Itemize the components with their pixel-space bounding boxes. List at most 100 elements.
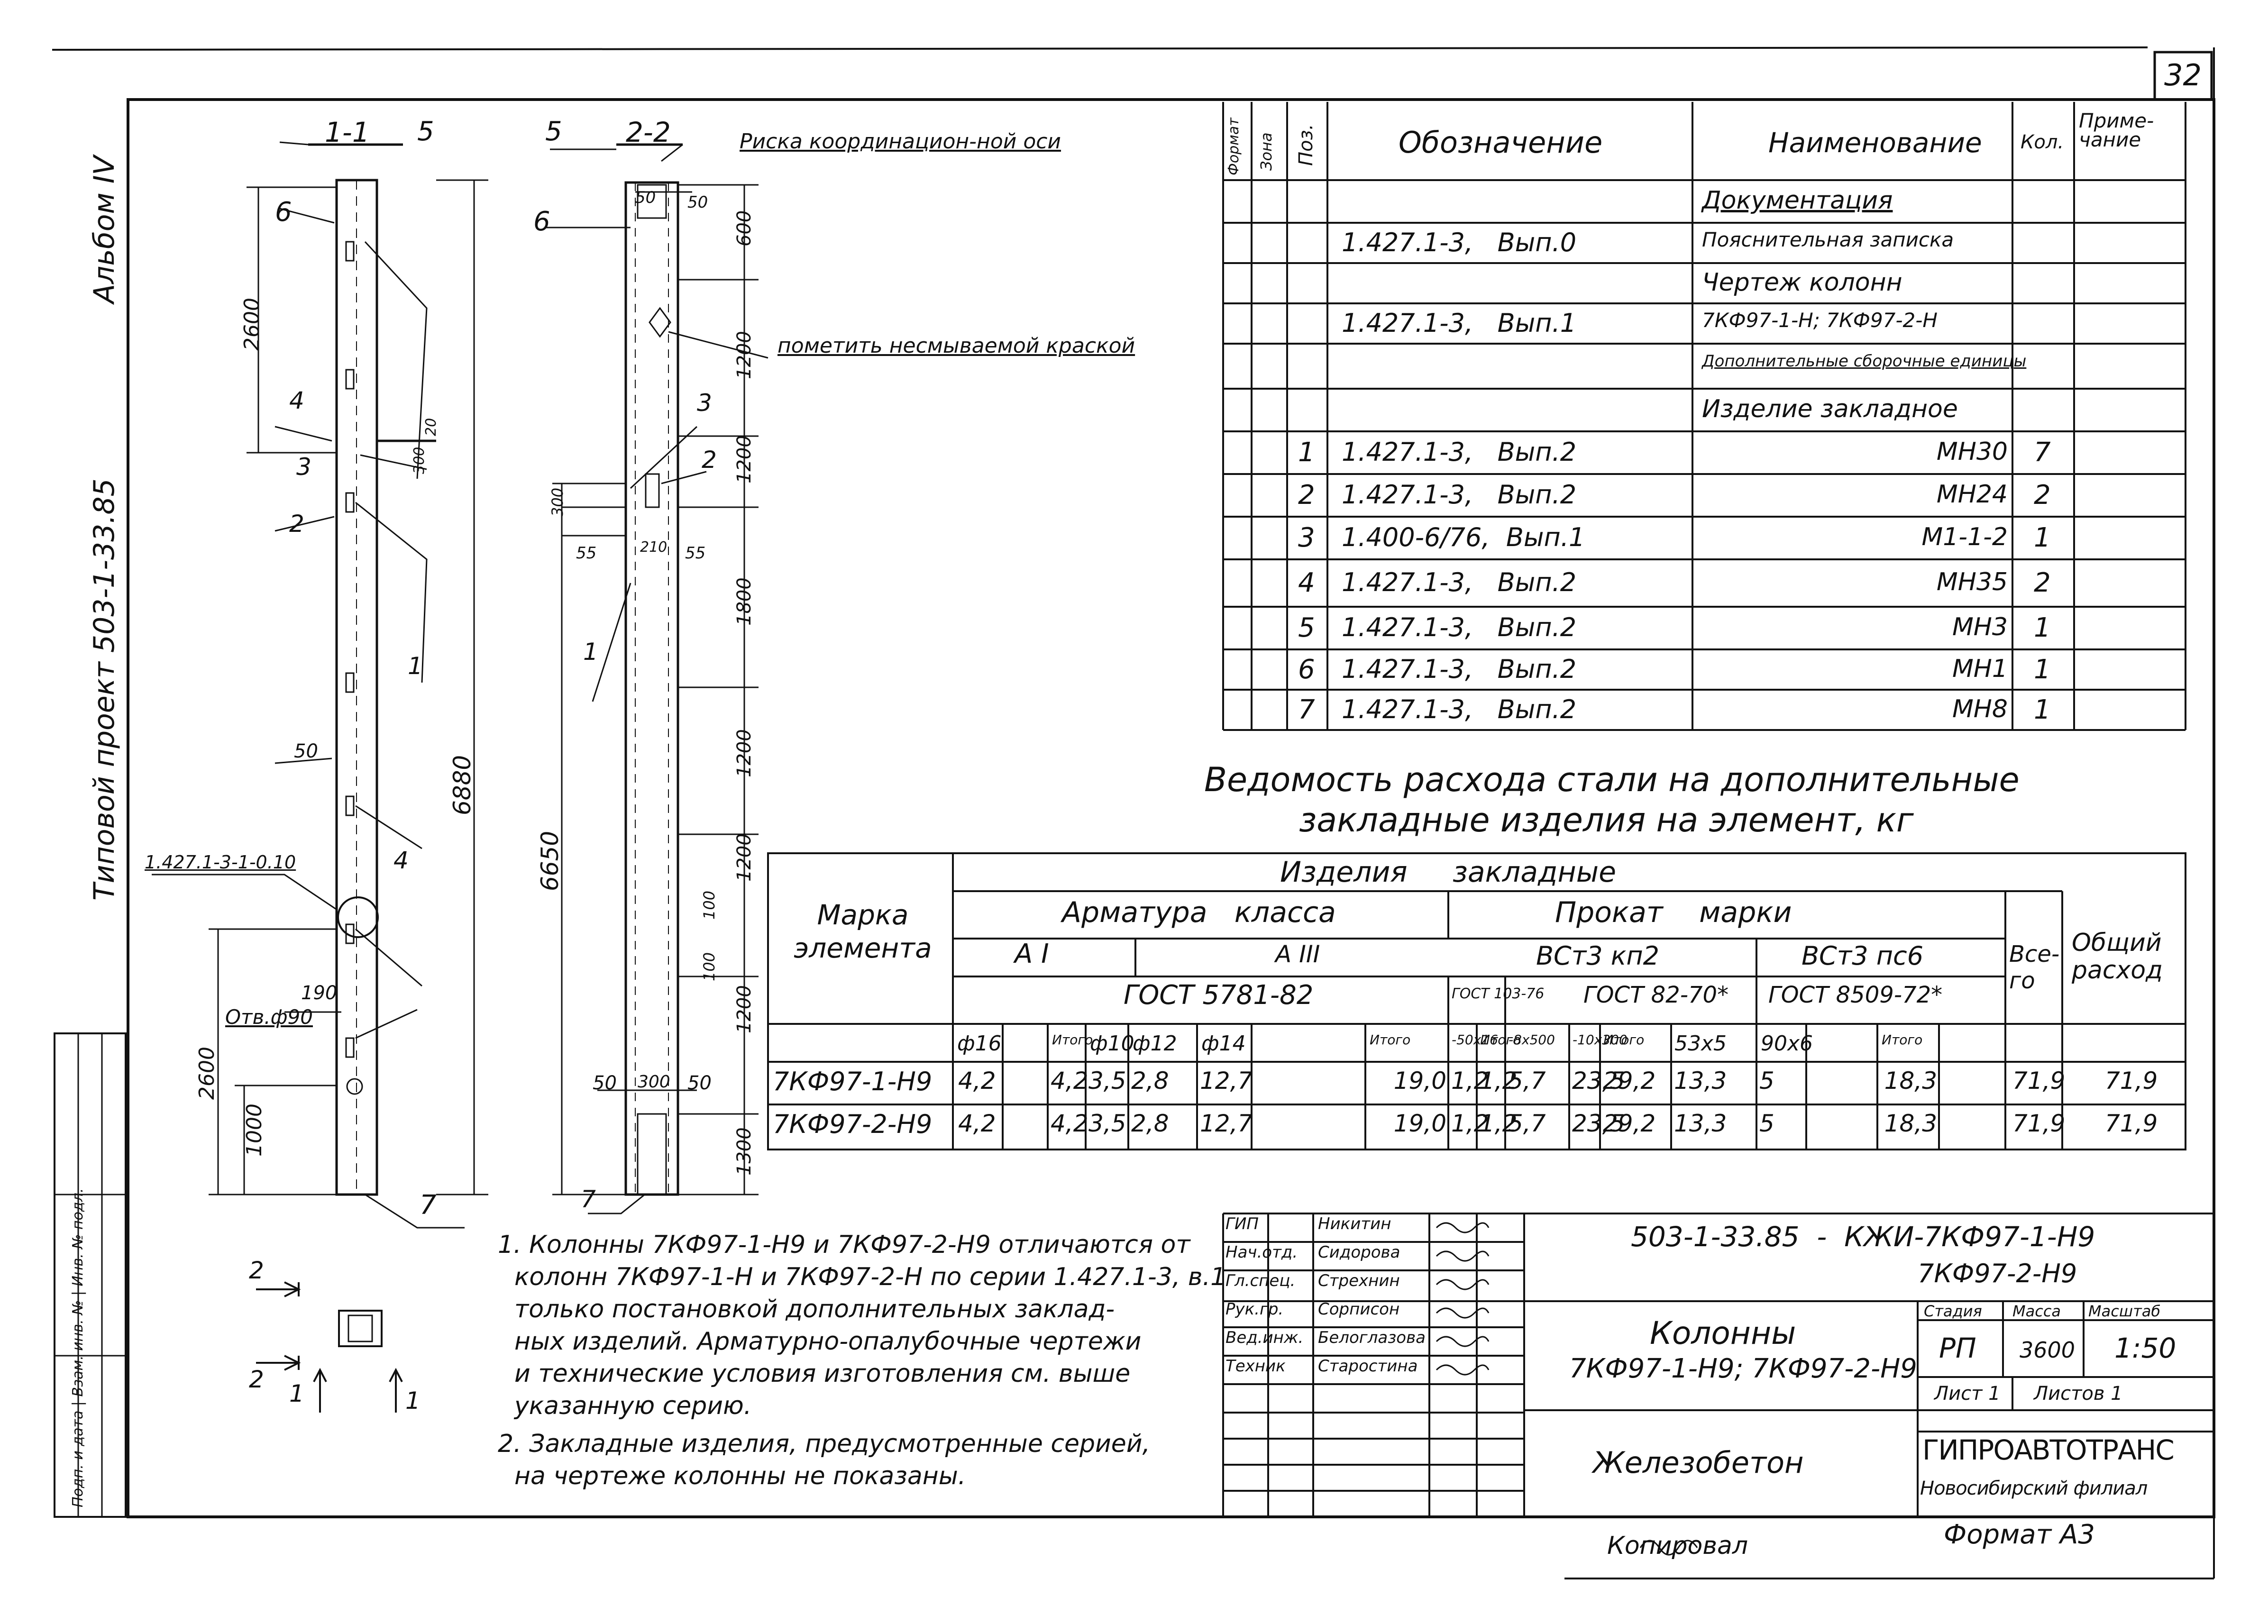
steel-subheader: ф14 — [1201, 1031, 1246, 1056]
steel-row-value: 13,3 — [1674, 1110, 1727, 1137]
steel-row-value: 1,2 — [1480, 1110, 1518, 1137]
tb-role: Нач.отд. — [1225, 1243, 1298, 1262]
spec-row-name: МН35 — [1936, 568, 2008, 596]
spec-row-qty: 7 — [2034, 437, 2051, 468]
title-block-grid — [1223, 1213, 2214, 1517]
spec-row-code: 1.427.1-3, Вып.2 — [1342, 612, 1577, 642]
spec-row-pos: 5 — [1298, 612, 1315, 643]
steel-row-value: 18,3 — [1884, 1067, 1937, 1095]
tb-name: Старостина — [1318, 1357, 1418, 1376]
steel-row-value: 13,3 — [1674, 1067, 1727, 1095]
note-line: указанную серию. — [514, 1392, 752, 1420]
dim-1200-c: 1200 — [733, 729, 755, 777]
note-line: колонн 7КФ97-1-Н и 7КФ97-2-Н по серии 1.… — [514, 1263, 1226, 1291]
dim-50-a: 50 — [294, 740, 318, 762]
steel-subheader: Итого — [1370, 1032, 1411, 1048]
view-mark-2-top: 2 — [249, 1257, 264, 1284]
spec-row-qty: 2 — [2034, 480, 2051, 511]
tb-org-2: Новосибирский филиал — [1920, 1478, 2148, 1499]
spec-row-name: Чертеж колонн — [1702, 268, 1902, 297]
tb-h-scale: Масштаб — [2088, 1302, 2161, 1320]
tb-material: Железобетон — [1593, 1445, 1804, 1480]
spec-h-format: Формат — [1225, 118, 1242, 175]
steel-table-grid — [768, 853, 2186, 1150]
callout-4a: 4 — [289, 387, 304, 414]
axis-note: Риска координацион-ной оси — [740, 129, 1061, 154]
note-line: 2. Закладные изделия, предусмотренные се… — [498, 1430, 1151, 1458]
spec-h-note: Приме-чание — [2079, 109, 2154, 151]
steel-title-1: Ведомость расхода стали на дополнительны… — [1204, 760, 2020, 799]
steel-row-value: 23,5 — [1572, 1067, 1625, 1095]
steel-h-gost-82: ГОСТ 82-70* — [1583, 982, 1729, 1008]
margin-stamp-text: Подп. и дата | Взам. инв. № | Инв. № под… — [70, 1188, 86, 1507]
spec-row-pos: 1 — [1298, 437, 1315, 468]
dim-1200-a: 1200 — [733, 331, 755, 379]
spec-row-code: 1.427.1-3, Вып.2 — [1342, 437, 1577, 467]
tb-role: Техник — [1225, 1357, 1286, 1376]
spec-row-qty: 1 — [2034, 522, 2051, 553]
steel-subheader: ф16 — [957, 1031, 1002, 1056]
spec-row-qty: 2 — [2034, 567, 2051, 598]
steel-row-value: 12,7 — [1200, 1110, 1253, 1137]
spec-row-name: Пояснительная записка — [1702, 228, 1954, 251]
steel-row-total: 71,9 — [2012, 1067, 2066, 1095]
dim-2600-bottom: 2600 — [195, 1047, 219, 1100]
tb-name: Сидорова — [1318, 1243, 1400, 1262]
dim-20: 20 — [423, 418, 439, 436]
dim-50-bottom-a: 50 — [593, 1072, 617, 1094]
margin-stamp-strip — [55, 1033, 126, 1517]
dim-6880: 6880 — [448, 755, 476, 815]
dim-1000: 1000 — [242, 1104, 266, 1157]
spec-row-pos: 6 — [1298, 654, 1315, 685]
dim-300-b: 300 — [549, 487, 567, 517]
tb-role: Гл.спец. — [1225, 1271, 1296, 1290]
spec-row-name: М1-1-2 — [1921, 523, 2008, 551]
steel-h-grand: Общий расход — [2072, 929, 2163, 985]
dim-2600-top: 2600 — [240, 298, 264, 351]
spec-row-pos: 7 — [1298, 694, 1315, 725]
steel-subheader: -50х16 — [1452, 1032, 1498, 1048]
steel-row-value: 2,8 — [1131, 1067, 1169, 1095]
spec-row-qty: 1 — [2034, 612, 2051, 643]
spec-row-code: 1.427.1-3, Вып.1 — [1342, 308, 1577, 338]
callout-5a: 5 — [417, 116, 434, 147]
note-line: только постановкой дополнительных заклад… — [514, 1295, 1115, 1323]
spec-row-pos: 4 — [1298, 567, 1315, 598]
tb-name: Стрехнин — [1318, 1271, 1400, 1290]
dim-6650: 6650 — [536, 830, 564, 891]
spec-row-name: МН8 — [1952, 694, 2008, 723]
dim-1200-e: 1200 — [733, 985, 755, 1033]
callout-3a: 3 — [296, 453, 311, 481]
spec-h-name: Наименование — [1768, 127, 1982, 159]
dim-1200-b: 1200 — [733, 435, 755, 484]
view-mark-1-right: 1 — [405, 1387, 421, 1414]
sheet-number: 32 — [2164, 58, 2202, 92]
steel-subheader: 90х6 — [1761, 1031, 1813, 1056]
spec-h-zone: Зона — [1257, 132, 1275, 171]
steel-row-value: 5,7 — [1508, 1067, 1546, 1095]
steel-h-gost-8509: ГОСТ 8509-72* — [1768, 982, 1943, 1008]
spec-row-name: МН24 — [1936, 480, 2008, 509]
callout-3b: 3 — [697, 389, 712, 417]
column-section-1-1 — [152, 142, 488, 1228]
steel-row-value: 4,2 — [1051, 1067, 1088, 1095]
steel-h-AIII: А III — [1275, 940, 1320, 968]
steel-h-items: Изделия закладные — [1280, 856, 1617, 889]
section-2-2-label: 2-2 — [626, 116, 671, 148]
dim-100-a: 100 — [700, 890, 718, 920]
dim-210: 210 — [640, 539, 668, 556]
steel-row-value: 3,5 — [1088, 1110, 1126, 1137]
view-mark-2-bottom: 2 — [249, 1366, 264, 1393]
tb-scale: 1:50 — [2114, 1332, 2177, 1364]
dim-50-bottom-b: 50 — [687, 1072, 712, 1094]
dim-190: 190 — [301, 982, 338, 1004]
spec-row-qty: 1 — [2034, 694, 2051, 725]
tb-role: ГИП — [1225, 1214, 1259, 1233]
spec-table-grid — [1223, 102, 2186, 730]
steel-row-grand: 71,9 — [2105, 1110, 2158, 1137]
callout-1b: 1 — [583, 638, 598, 666]
spec-row-name: МН3 — [1952, 613, 2008, 641]
callout-2b: 2 — [702, 446, 717, 474]
callout-2a: 2 — [289, 510, 304, 538]
